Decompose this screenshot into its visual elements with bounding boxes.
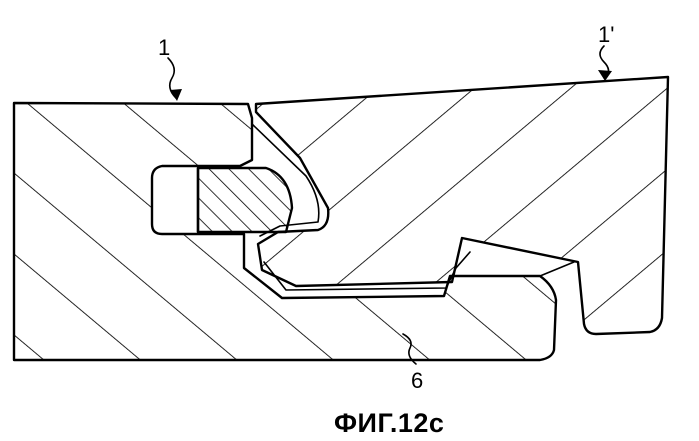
leader-part-1-prime (598, 46, 612, 81)
leader-part-1 (168, 58, 182, 101)
label-part-1-prime: 1' (598, 22, 614, 47)
figure-caption: ФИГ.12c (334, 408, 444, 438)
label-part-6: 6 (411, 368, 423, 393)
insert-block (198, 168, 292, 232)
label-part-1: 1 (158, 35, 170, 60)
